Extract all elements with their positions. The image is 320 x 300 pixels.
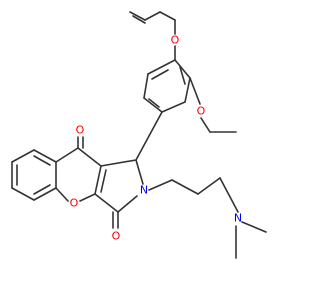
atom-o-ethoxy: O <box>197 105 206 118</box>
bond-ethoxy-ring-o <box>189 77 201 105</box>
molecule-structure-diagram: O O O O O N N <box>11 11 267 259</box>
bond-benzo-4 <box>11 187 35 201</box>
bond-n-ch2-1 <box>148 179 173 191</box>
bond-allyl-1 <box>144 11 161 21</box>
bond-ethoxy-o-ch2 <box>200 117 211 133</box>
bond-benzo-1 <box>33 149 57 163</box>
atom-o-lactam: O <box>112 230 121 243</box>
bond-allyl-2 <box>159 11 176 21</box>
bond-c3a-c9a <box>94 165 102 195</box>
bond-phenyl-inner-2 <box>148 98 160 108</box>
atom-labels: O O O O O N N <box>70 34 242 243</box>
bond-c1-n <box>135 159 144 185</box>
bond-phenyl-3 <box>161 101 186 113</box>
bond-allyl-terminal-double <box>129 11 146 21</box>
bond-ch2-1-ch2-2 <box>171 179 199 195</box>
bond-ch2-2-ch2-3 <box>197 177 221 195</box>
bond-phenyl-4 <box>143 97 163 113</box>
bond-c9a-c9 <box>77 147 102 167</box>
bond-lines <box>11 11 267 259</box>
atom-o-pyran: O <box>70 197 79 210</box>
bond-c9-c8a <box>55 147 79 163</box>
bond-c9a-c1 <box>100 159 137 167</box>
bond-phenyl-6 <box>147 59 176 75</box>
atom-n-amine: N <box>234 212 242 225</box>
bond-benzo-inner-1 <box>33 155 51 166</box>
atom-o-allyl: O <box>171 34 180 47</box>
bond-n-c3 <box>117 195 138 213</box>
bond-phenyl-inner-1 <box>179 66 186 85</box>
bond-c3-c3a <box>94 193 119 213</box>
bond-benzo-2 <box>11 149 35 163</box>
bond-phenyl-inner-3 <box>151 69 169 80</box>
bond-o-c3a <box>79 193 96 202</box>
atom-o-ketone: O <box>76 124 85 137</box>
bond-c3a-c9a-double <box>100 169 107 193</box>
bond-allyl-terminal-double-inner <box>132 15 146 24</box>
bond-phenyl-2 <box>184 77 191 103</box>
structure-canvas: O O O O O N N <box>11 11 267 259</box>
bond-ch2-3-n <box>219 177 239 213</box>
bond-phenyl-1 <box>174 59 191 79</box>
bond-benzo-inner-3 <box>33 184 51 195</box>
bond-phenyl-5 <box>143 73 149 99</box>
bond-benzo-5 <box>33 187 57 201</box>
bond-phenyl-c1 <box>135 111 163 161</box>
bond-c4a-o <box>55 187 69 202</box>
bond-n-me-1 <box>241 221 267 233</box>
atom-n-ring: N <box>140 184 148 197</box>
